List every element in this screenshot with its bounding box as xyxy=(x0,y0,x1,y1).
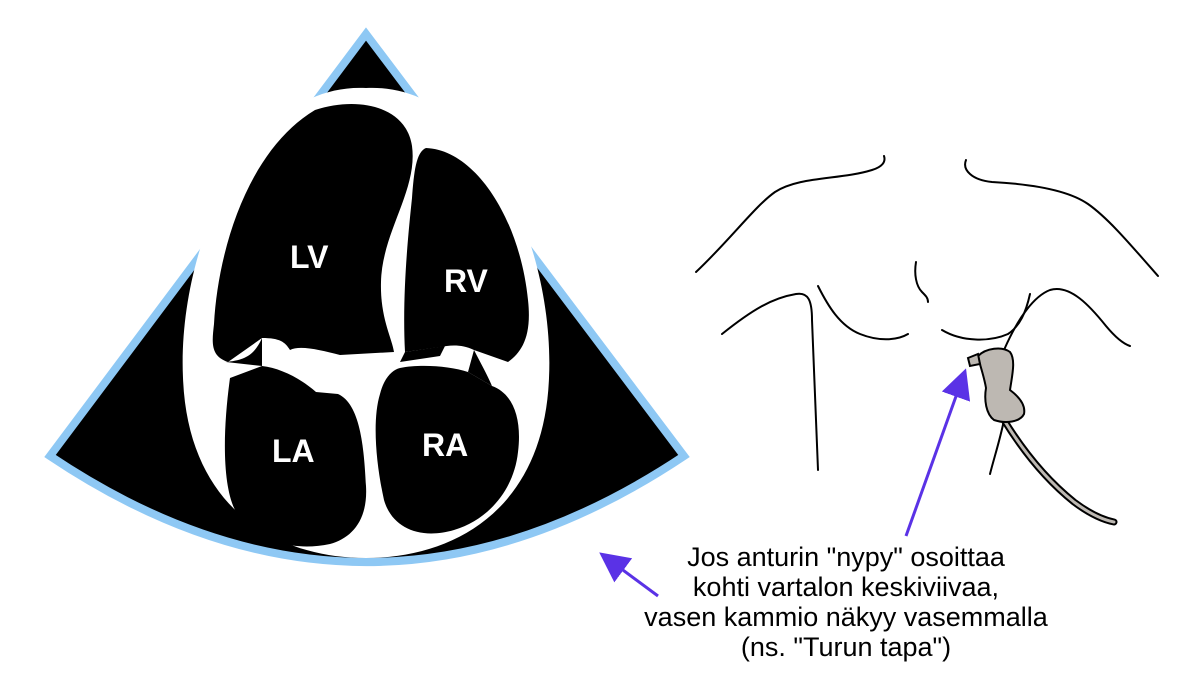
right-atrium xyxy=(375,365,519,534)
mitral-valve-notch xyxy=(226,338,262,366)
probe-body xyxy=(976,347,1026,423)
probe-nub xyxy=(966,352,982,368)
probe-cable-inner xyxy=(1002,418,1116,524)
caption: Jos anturin "nypy" osoittaa kohti vartal… xyxy=(644,542,1049,662)
right-lower-line xyxy=(989,419,1005,475)
label-ra: RA xyxy=(422,427,468,463)
label-la: LA xyxy=(272,433,315,469)
ultrasound-sector: LV RV LA RA xyxy=(44,27,690,566)
right-chest-curve xyxy=(941,293,1031,341)
left-ventricle xyxy=(212,104,413,362)
ultrasound-probe-icon xyxy=(966,347,1118,526)
arrow-to-probe xyxy=(904,368,971,537)
probe-cable xyxy=(1000,416,1118,526)
neck-left-line xyxy=(695,155,886,273)
label-lv: LV xyxy=(290,239,329,275)
neck-right-line xyxy=(964,159,1159,277)
tricuspid-valve-notch xyxy=(468,350,492,386)
caption-line-3: vasen kammio näkyy vasemmalla xyxy=(644,602,1049,632)
left-chest-curve xyxy=(817,285,909,341)
right-side-line xyxy=(1003,288,1131,351)
label-rv: RV xyxy=(444,263,489,299)
right-ventricle xyxy=(404,148,529,362)
arrow-to-sector xyxy=(599,552,659,598)
sternum-notch-line xyxy=(914,261,929,303)
septal-leaflet xyxy=(400,346,445,362)
left-pectoral-line xyxy=(721,292,819,471)
caption-line-2: kohti vartalon keskiviivaa, xyxy=(693,572,999,602)
caption-line-1: Jos anturin "nypy" osoittaa xyxy=(687,542,1006,572)
left-atrium xyxy=(224,366,367,547)
torso-outline xyxy=(695,155,1159,475)
caption-line-4: (ns. "Turun tapa") xyxy=(741,632,951,662)
